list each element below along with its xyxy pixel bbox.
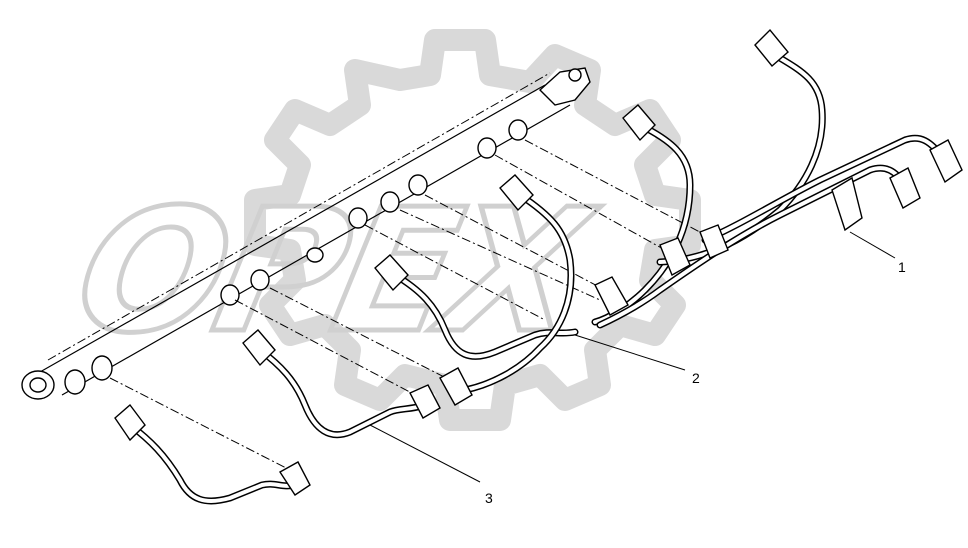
fuel-rail — [21, 67, 591, 400]
pipe-nut — [622, 104, 656, 142]
rail-fitting — [408, 174, 428, 196]
rail-fitting — [220, 284, 240, 306]
pipe-nut — [929, 139, 963, 184]
pipe-nut — [242, 329, 276, 367]
callout-label-3: 3 — [485, 490, 493, 506]
injection-pipe-set-2 — [374, 174, 579, 406]
pipe-nut — [594, 276, 629, 316]
pipe-nut — [409, 384, 441, 419]
pipe-nut — [889, 167, 921, 210]
injection-pipe-set-1 — [591, 28, 963, 329]
rail-fitting — [348, 207, 368, 229]
rail-fitting — [250, 269, 270, 291]
pipe-nut — [699, 224, 729, 259]
pipe-nut — [374, 254, 409, 292]
pipe-nut — [754, 28, 789, 68]
callout-2: 2 — [574, 334, 700, 386]
rail-outlet-port — [64, 369, 86, 395]
rail-fitting — [380, 191, 400, 213]
pipe-nut — [439, 367, 473, 406]
callout-label-1: 1 — [898, 259, 906, 275]
callout-1: 1 — [849, 231, 906, 275]
pipe-nut — [114, 403, 146, 442]
pipe-nut — [499, 174, 534, 212]
callout-label-2: 2 — [692, 370, 700, 386]
watermark-gear — [244, 29, 701, 431]
injection-pipe-set-3 — [114, 329, 441, 505]
pipe-nut — [659, 237, 691, 276]
rail-outlet-port — [91, 355, 113, 381]
rail-fitting — [508, 119, 528, 141]
rail-fitting — [306, 247, 324, 263]
pipe-clamp — [831, 176, 863, 232]
rail-fitting — [477, 137, 497, 159]
pipe-nut — [279, 461, 311, 496]
callout-3: 3 — [369, 424, 493, 506]
watermark-logo: OPEX — [59, 29, 701, 431]
